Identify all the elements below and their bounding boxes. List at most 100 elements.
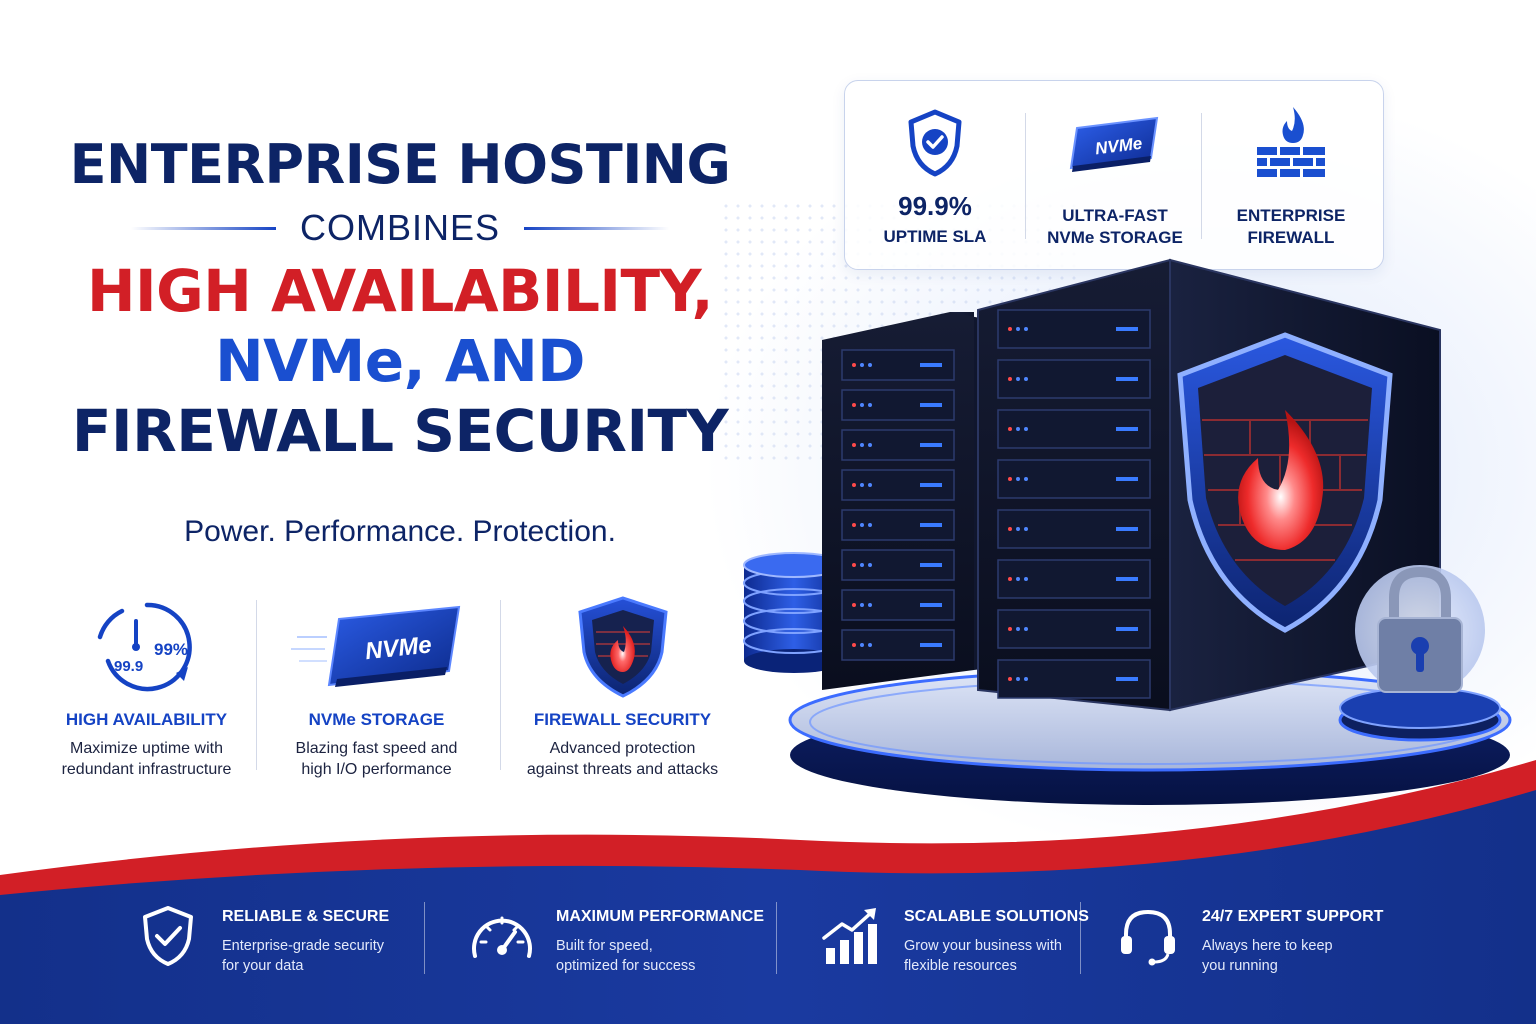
server-status-light	[860, 563, 864, 567]
stat-label: UPTIME SLA	[883, 227, 987, 246]
uptime-text-a: 99%	[154, 640, 188, 659]
firewall-shield-icon	[500, 592, 745, 702]
server-status-light	[1016, 377, 1020, 381]
feature-nvme-storage: NVMe NVMe STORAGE Blazing fast speed and…	[254, 592, 499, 780]
server-led	[920, 443, 942, 447]
stat-nvme: NVMe ULTRA-FAST NVMe STORAGE	[1025, 103, 1205, 249]
server-status-light	[868, 563, 872, 567]
hero-illustration	[730, 250, 1536, 810]
server-status-light	[868, 403, 872, 407]
lock-icon	[1338, 565, 1502, 742]
server-status-light	[1024, 627, 1028, 631]
stat-uptime: 99.9% UPTIME SLA	[845, 103, 1025, 248]
headline-combines: COMBINES	[299, 207, 501, 248]
feature-high-availability: 99% 99.9 HIGH AVAILABILITY Maximize upti…	[24, 592, 269, 780]
server-status-light	[852, 483, 856, 487]
stat-label-line-2: NVMe STORAGE	[1047, 228, 1183, 247]
server-status-light	[1008, 377, 1012, 381]
server-led	[1116, 527, 1138, 531]
headline-line-4: NVMe, AND	[215, 327, 585, 395]
server-status-light	[1008, 677, 1012, 681]
stat-label-line-2: FIREWALL	[1247, 228, 1335, 247]
speedometer-icon	[466, 900, 538, 972]
server-status-light	[860, 363, 864, 367]
headline-line-1: ENTERPRISE HOSTING	[69, 133, 731, 196]
server-led	[920, 523, 942, 527]
growth-chart-icon	[814, 900, 886, 972]
server-status-light	[868, 603, 872, 607]
footer-item-support: 24/7 EXPERT SUPPORT Always here to keep …	[1112, 900, 1402, 980]
stat-divider	[1025, 113, 1026, 239]
server-led	[1116, 677, 1138, 681]
stat-divider	[1201, 113, 1202, 239]
firewall-shield-icon	[1177, 332, 1393, 633]
server-status-light	[1016, 327, 1020, 331]
server-status-light	[1024, 677, 1028, 681]
server-status-light	[1008, 627, 1012, 631]
stat-label: ULTRA-FAST NVMe STORAGE	[1025, 205, 1205, 249]
feature-desc-line-2: against threats and attacks	[526, 761, 719, 778]
feature-desc: Maximize uptime with redundant infrastru…	[24, 738, 269, 780]
server-status-light	[860, 603, 864, 607]
footer-desc-line-2: optimized for success	[556, 958, 696, 974]
server-status-light	[1008, 327, 1012, 331]
server-status-light	[1008, 477, 1012, 481]
server-led	[920, 403, 942, 407]
server-status-light	[1008, 577, 1012, 581]
server-status-light	[852, 563, 856, 567]
feature-title: NVMe STORAGE	[308, 710, 445, 729]
server-status-light	[852, 523, 856, 527]
footer-item-reliable: RELIABLE & SECURE Enterprise-grade secur…	[132, 900, 422, 980]
server-led	[1116, 327, 1138, 331]
feature-firewall-security: FIREWALL SECURITY Advanced protection ag…	[500, 592, 745, 780]
server-status-light	[1016, 427, 1020, 431]
server-status-light	[852, 603, 856, 607]
server-status-light	[1024, 577, 1028, 581]
feature-title: HIGH AVAILABILITY	[65, 710, 228, 729]
footer-desc-line-1: Always here to keep	[1202, 938, 1333, 954]
server-status-light	[1008, 527, 1012, 531]
server-rack-left	[822, 312, 990, 690]
server-status-light	[852, 643, 856, 647]
footer-item-scalable: SCALABLE SOLUTIONS Grow your business wi…	[814, 900, 1104, 980]
server-led	[920, 603, 942, 607]
feature-desc-line-1: Advanced protection	[549, 740, 696, 757]
footer-item-text: MAXIMUM PERFORMANCE Built for speed, opt…	[556, 900, 764, 976]
server-status-light	[860, 443, 864, 447]
server-status-light	[1016, 627, 1020, 631]
server-led	[920, 563, 942, 567]
feature-desc-line-1: Maximize uptime with	[70, 740, 223, 757]
server-status-light	[1024, 477, 1028, 481]
server-status-light	[860, 643, 864, 647]
footer-item-title: RELIABLE & SECURE	[222, 908, 390, 925]
footer-item-title: SCALABLE SOLUTIONS	[904, 908, 1089, 925]
divider-rule-left	[130, 226, 276, 230]
server-status-light	[868, 483, 872, 487]
headline-line-5: FIREWALL SECURITY	[71, 397, 729, 465]
footer-desc-line-2: flexible resources	[904, 958, 1017, 974]
feature-desc-line-1: Blazing fast speed and	[295, 740, 458, 757]
footer-desc-line-1: Enterprise-grade security	[222, 938, 384, 954]
footer-item-title: 24/7 EXPERT SUPPORT	[1202, 908, 1384, 925]
server-status-light	[1016, 577, 1020, 581]
feature-divider	[256, 600, 257, 770]
server-status-light	[852, 443, 856, 447]
server-status-light	[868, 363, 872, 367]
footer-desc-line-2: you running	[1202, 958, 1278, 974]
stats-card: 99.9% UPTIME SLA NVMe ULTRA-FAST NVMe ST…	[844, 80, 1384, 270]
server-status-light	[852, 363, 856, 367]
footer-band	[0, 760, 1536, 1024]
uptime-text-b: 99.9	[114, 658, 143, 675]
feature-desc: Blazing fast speed and high I/O performa…	[254, 738, 499, 780]
server-status-light	[868, 643, 872, 647]
server-status-light	[868, 523, 872, 527]
footer-item-desc: Built for speed, optimized for success	[556, 936, 756, 976]
footer-item-desc: Grow your business with flexible resourc…	[904, 936, 1104, 976]
server-status-light	[852, 403, 856, 407]
server-led	[1116, 377, 1138, 381]
stat-label-line-1: ENTERPRISE	[1236, 206, 1346, 225]
server-led	[1116, 427, 1138, 431]
footer-item-text: RELIABLE & SECURE Enterprise-grade secur…	[222, 900, 422, 976]
footer-desc-line-2: for your data	[222, 958, 304, 974]
server-led	[920, 643, 942, 647]
